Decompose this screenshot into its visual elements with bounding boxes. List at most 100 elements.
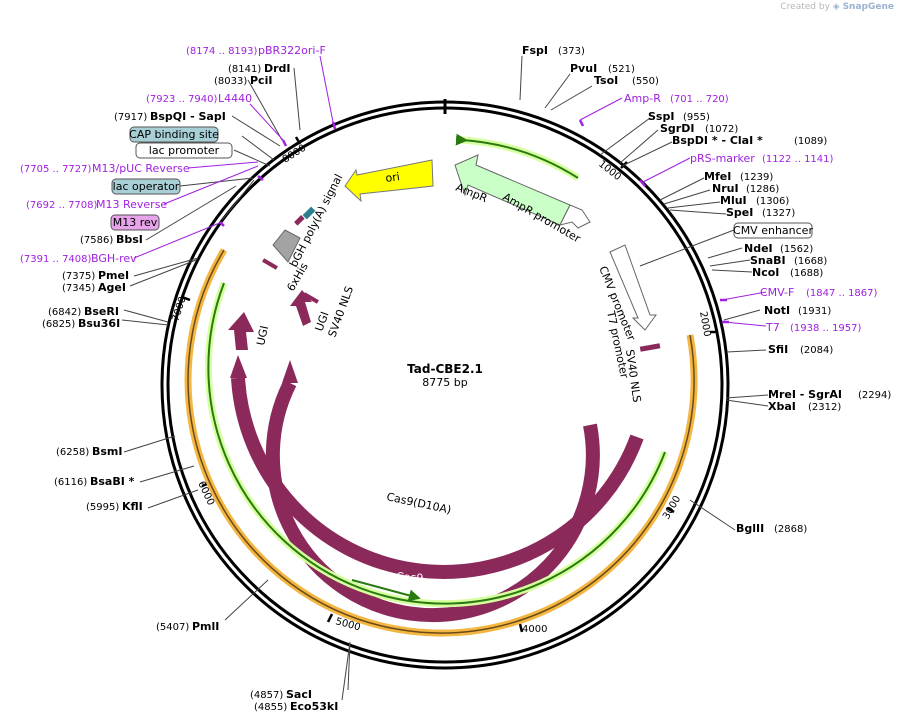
tick-7000: 7000 xyxy=(170,295,188,323)
site-pos-bspdi: (1089) xyxy=(794,136,827,147)
site-pos-sgrdi: (1072) xyxy=(705,124,738,135)
site-name-mrei: MreI - SgrAI xyxy=(768,388,842,401)
site-pos-eco53ki: (4855) xyxy=(254,702,287,713)
m13-rev-box xyxy=(110,214,160,231)
primer-name-m13puc: M13/pUC Reverse xyxy=(92,162,190,175)
site-name-bsabi: BsaBI * xyxy=(90,475,135,488)
site-name-bglii: BglII xyxy=(736,522,764,535)
ugi-small-arrow xyxy=(290,290,312,326)
ori-arrow xyxy=(344,159,434,203)
site-pos-drdi: (8141) xyxy=(228,64,261,75)
site-name-kfli: KflI xyxy=(122,500,143,513)
cas9-d10a-label: Cas9(D10A) xyxy=(385,490,452,516)
primer-name-ampr: Amp-R xyxy=(624,92,661,105)
cap-binding-label: CAP binding site xyxy=(129,128,219,141)
site-name-sgrdi: SgrDI xyxy=(660,122,694,135)
primer-leaders xyxy=(133,55,767,327)
primer-pos-prs: (1122 .. 1141) xyxy=(762,154,834,165)
site-name-eco53ki: Eco53kI xyxy=(290,700,338,713)
site-pos-saci: (4857) xyxy=(250,690,283,701)
cap-binding-box xyxy=(129,126,219,143)
site-pos-noti: (1931) xyxy=(798,306,831,317)
plasmid-size: 8775 bp xyxy=(422,376,467,389)
lac-operator-box xyxy=(111,178,181,195)
his-label: 6xHis xyxy=(284,260,311,293)
lac-operator-mark xyxy=(294,215,305,226)
primer-labels: (8174 .. 8193) pBR322ori-F (7923 .. 7940… xyxy=(20,44,878,334)
site-pos-bsmi: (6258) xyxy=(56,447,89,458)
site-name-ncoi: NcoI xyxy=(752,266,779,279)
snapgene-credit: Created by ◈ SnapGene xyxy=(780,2,894,12)
site-name-pcii: PciI xyxy=(250,74,272,87)
site-pos-pmei: (7375) xyxy=(62,271,95,282)
bgh-arrow xyxy=(272,229,301,263)
site-pos-bsu36i: (6825) xyxy=(42,319,75,330)
site-pos-mlui: (1306) xyxy=(756,196,789,207)
site-pos-bspqi: (7917) xyxy=(114,112,147,123)
site-pos-nrui: (1286) xyxy=(746,184,779,195)
primer-name-bgh: BGH-rev xyxy=(91,252,137,265)
lac-promoter-box xyxy=(135,142,233,159)
site-pos-xbai: (2312) xyxy=(808,402,841,413)
cap-mark xyxy=(302,206,316,220)
cas9-label: Cas9 xyxy=(396,570,424,585)
leader-lines xyxy=(121,55,769,701)
site-name-bspdi: BspDI * - ClaI * xyxy=(672,134,763,147)
site-name-sfii: SfiI xyxy=(768,343,788,356)
primer-name-m13rev: M13 Reverse xyxy=(96,198,167,211)
site-pos-bseri: (6842) xyxy=(48,307,81,318)
primer-pos-ampr: (701 .. 720) xyxy=(670,94,729,105)
primer-name-l4440: L4440 xyxy=(218,92,252,105)
snapgene-logo-icon: ◈ xyxy=(832,2,840,12)
site-pos-kfli: (5995) xyxy=(86,502,119,513)
ugi-large-arrow xyxy=(228,312,254,350)
sv40-nls-a-label: SV40 NLS xyxy=(326,284,356,339)
site-name-tsoi: TsoI xyxy=(594,74,618,87)
primer-pos-m13puc: (7705 .. 7727) xyxy=(20,164,92,175)
site-name-nrui: NruI xyxy=(712,182,739,195)
site-pos-agei: (7345) xyxy=(62,283,95,294)
cas9-arc xyxy=(231,377,644,579)
m13-rev-label: M13 rev xyxy=(113,216,158,229)
site-pos-ndei: (1562) xyxy=(780,244,813,255)
site-name-bsmi: BsmI xyxy=(92,445,123,458)
site-name-bseri: BseRI xyxy=(84,305,119,318)
ugi-a-label: UGI xyxy=(254,325,271,347)
primer-name-cmvf: CMV-F xyxy=(760,286,794,299)
site-pos-snabi: (1668) xyxy=(794,256,827,267)
site-pos-sspi: (955) xyxy=(683,112,710,123)
primer-name-t7: T7 xyxy=(765,321,780,334)
site-name-bbsi: BbsI xyxy=(116,233,143,246)
sv40-nls-b-mark xyxy=(639,343,661,352)
site-pos-tsoi: (550) xyxy=(632,76,659,87)
site-name-spei: SpeI xyxy=(726,206,753,219)
primer-pos-m13rev: (7692 .. 7708) xyxy=(26,200,98,211)
site-pos-mrei: (2294) xyxy=(858,390,891,401)
site-name-bspqi: BspQI - SapI xyxy=(150,110,226,123)
site-name-mlui: MluI xyxy=(720,194,747,207)
primer-pos-l4440: (7923 .. 7940) xyxy=(146,94,218,105)
site-name-agei: AgeI xyxy=(98,281,126,294)
site-name-noti: NotI xyxy=(764,304,790,317)
plasmid-name: Tad-CBE2.1 xyxy=(407,362,483,376)
primer-name-pbr322: pBR322ori-F xyxy=(258,44,326,57)
tick-2000: 2000 xyxy=(697,311,712,338)
orf-green-arrow-a xyxy=(351,579,421,602)
site-name-drdi: DrdI xyxy=(264,62,291,75)
ugi-b-label: UGI xyxy=(313,310,332,333)
boxed-features: CAP binding site lac promoter lac operat… xyxy=(110,126,813,239)
his-mark xyxy=(262,258,278,270)
site-name-sspi: SspI xyxy=(648,110,674,123)
ori-label: ori xyxy=(385,170,401,185)
site-pos-bbsi: (7586) xyxy=(80,235,113,246)
primer-pos-cmvf: (1847 .. 1867) xyxy=(806,288,878,299)
credit-prefix: Created by xyxy=(780,2,830,12)
site-pos-ncoi: (1688) xyxy=(790,268,823,279)
cmv-promoter-arrow xyxy=(609,244,657,331)
credit-brand: SnapGene xyxy=(842,2,894,12)
site-pos-pcii: (8033) xyxy=(214,76,247,87)
site-name-mfei: MfeI xyxy=(704,170,731,183)
site-name-saci: SacI xyxy=(286,688,312,701)
site-name-snabi: SnaBI xyxy=(750,254,786,267)
